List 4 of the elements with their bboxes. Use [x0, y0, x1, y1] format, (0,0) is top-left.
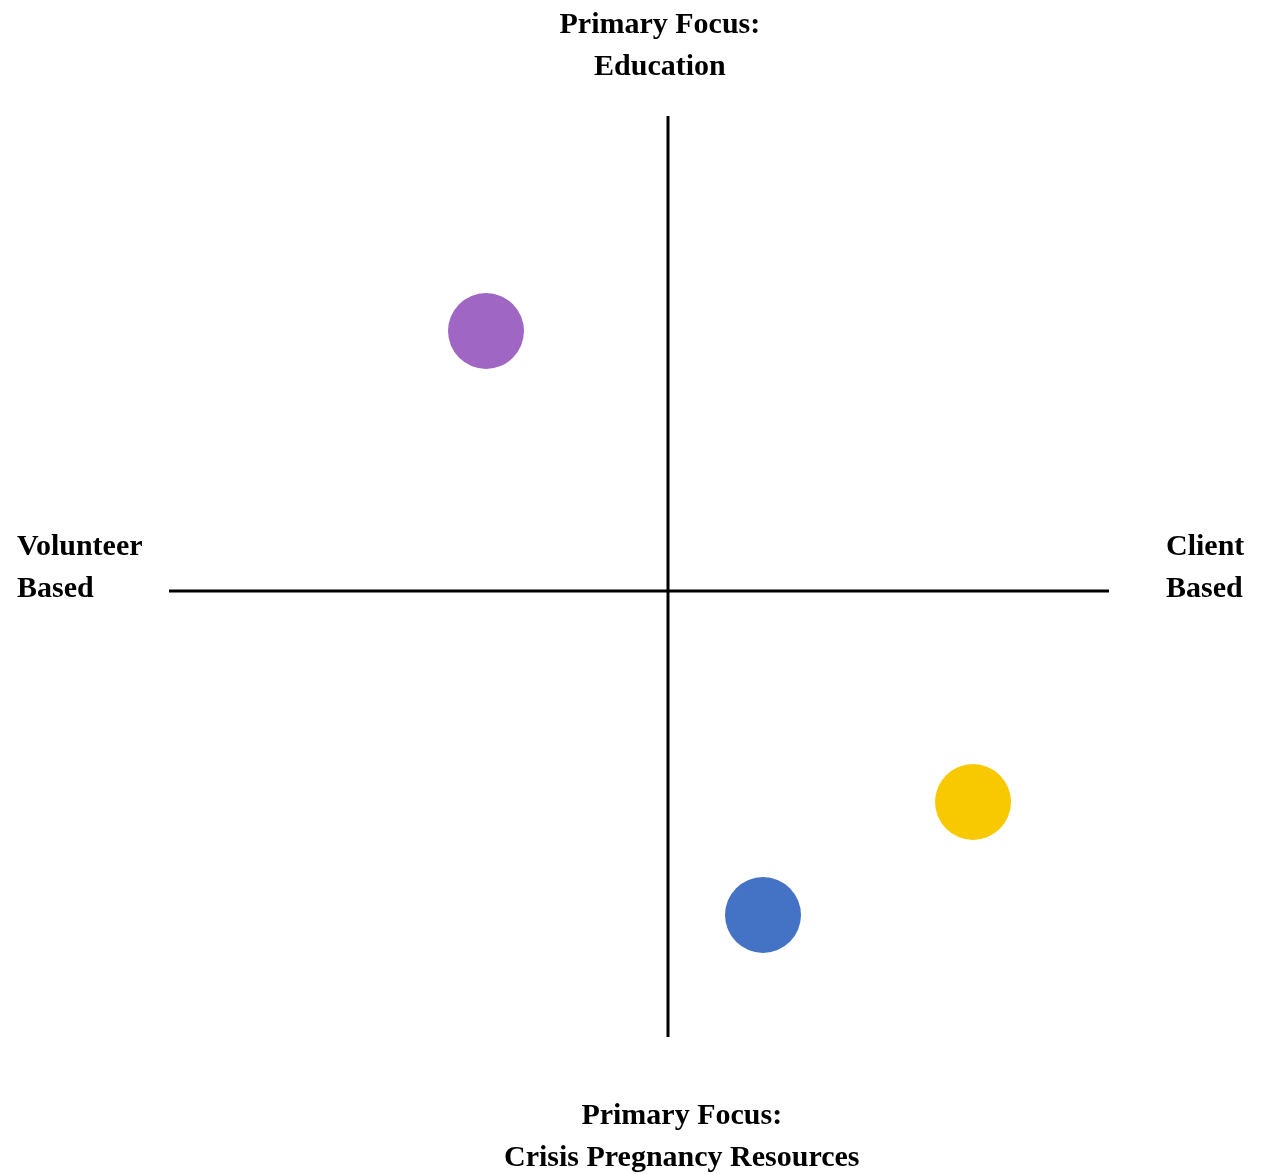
- axis-label: Primary Focus: Education: [559, 5, 761, 83]
- axis-label: Volunteer Based: [17, 527, 143, 605]
- axis-label: Client Based: [1166, 527, 1245, 605]
- axis-label: Primary Focus: Crisis Pregnancy Resources: [504, 1096, 860, 1174]
